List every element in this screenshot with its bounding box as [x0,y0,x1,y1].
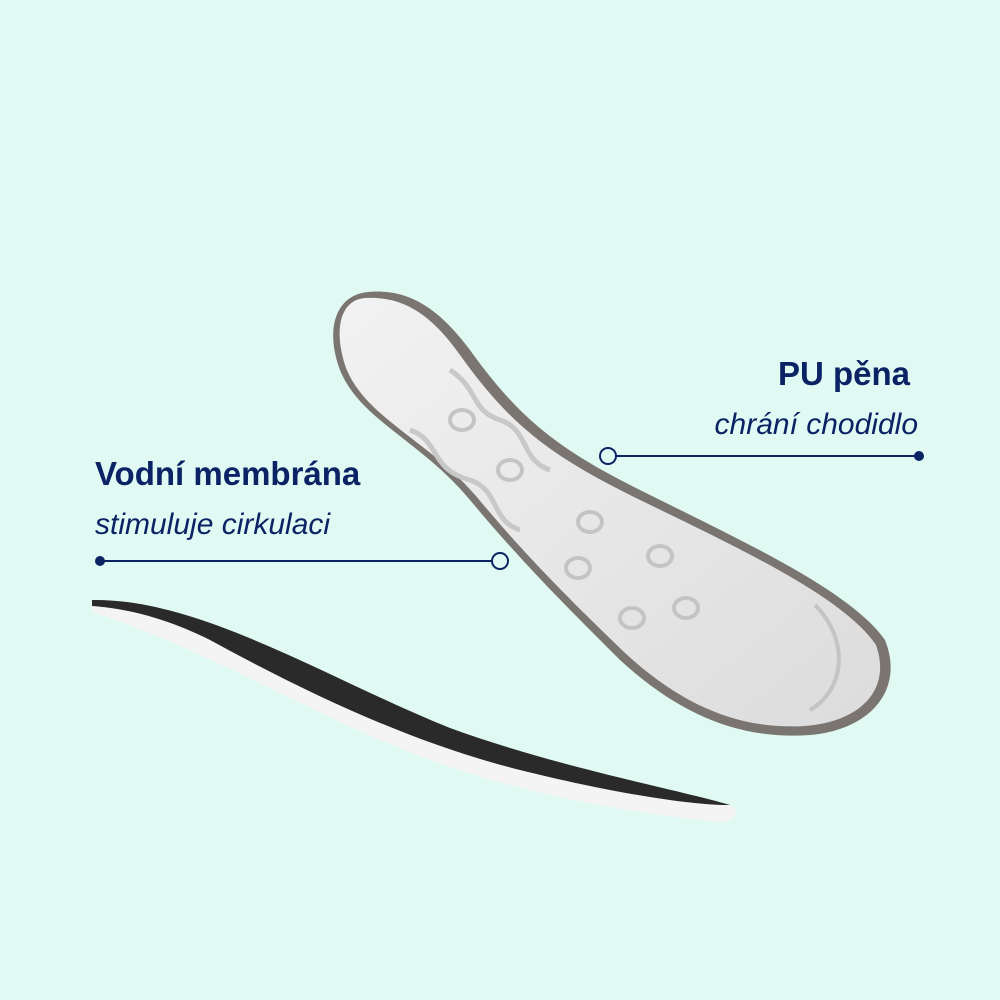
callout-ring [599,447,617,465]
callout-dot [914,451,924,461]
pu-foam-title: PU pěna [777,355,910,392]
water-membrane-subtitle: stimuluje cirkulaci [95,508,331,541]
callout-dot [95,556,105,566]
water-membrane-title: Vodní membrána [95,455,361,492]
callout-ring [491,552,509,570]
callout-right [599,447,924,465]
pu-foam-subtitle: chrání chodidlo [714,408,918,441]
insole-top-view [333,291,891,736]
callout-left [95,552,509,570]
insole-side-view [92,599,737,822]
